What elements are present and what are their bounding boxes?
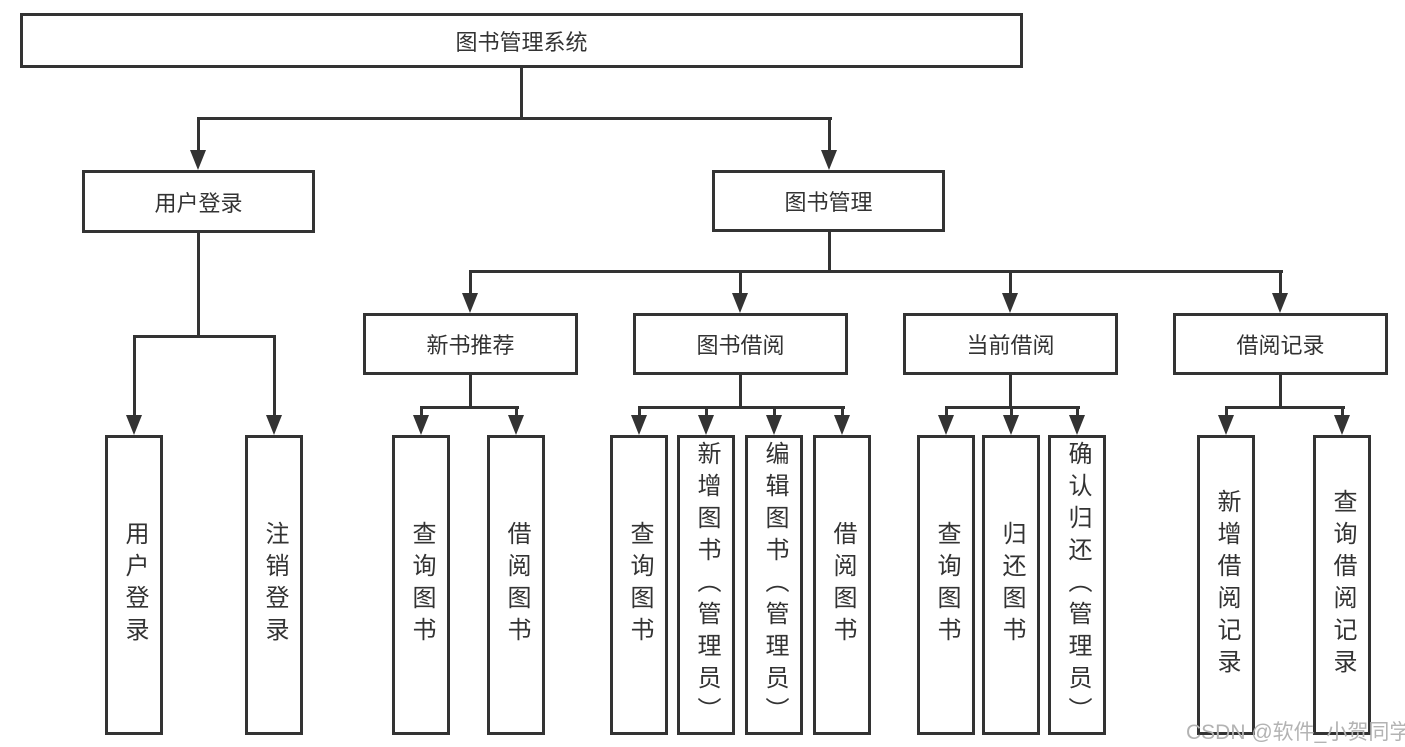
connector-root-stem	[520, 68, 523, 117]
leaf-borrow-query-book: 查询图书	[610, 435, 668, 735]
leaf-borrow-query-book-label: 查询图书	[626, 521, 653, 649]
node-book-borrow-label: 图书借阅	[696, 333, 785, 358]
connector-to-leaf-confirm-return	[1076, 406, 1079, 415]
arrowhead-to-leaf-add-book-icon	[698, 415, 714, 435]
leaf-return-book-label: 归还图书	[998, 521, 1025, 649]
connector-borrow-record-rail	[1225, 406, 1345, 409]
connector-book-borrow-rail	[638, 406, 845, 409]
leaf-edit-book-admin: 编辑图书（管理员）	[745, 435, 803, 735]
connector-book-management-stem	[828, 232, 831, 270]
node-book-management: 图书管理	[712, 170, 945, 232]
node-current-borrow-label: 当前借阅	[966, 333, 1055, 358]
arrowhead-to-leaf-user-login-icon	[126, 415, 142, 435]
arrowhead-to-book-management-icon	[821, 150, 837, 170]
connector-to-leaf-user-login	[133, 335, 136, 415]
leaf-add-borrow-record: 新增借阅记录	[1197, 435, 1255, 735]
leaf-add-book-admin: 新增图书（管理员）	[677, 435, 735, 735]
connector-to-leaf-add-record	[1225, 406, 1228, 415]
connector-to-book-borrow	[739, 270, 742, 293]
connector-to-leaf-rec-borrow	[515, 406, 518, 415]
node-borrow-record-label: 借阅记录	[1236, 333, 1325, 358]
arrowhead-to-leaf-current-query-icon	[938, 415, 954, 435]
connector-to-leaf-add-book	[705, 406, 708, 415]
node-new-book-recommend: 新书推荐	[363, 313, 578, 375]
connector-to-user-login	[197, 117, 200, 150]
node-current-borrow: 当前借阅	[903, 313, 1118, 375]
node-new-book-recommend-label: 新书推荐	[426, 333, 515, 358]
leaf-user-login: 用户登录	[105, 435, 163, 735]
arrowhead-to-user-login-icon	[190, 150, 206, 170]
leaf-edit-book-admin-label: 编辑图书（管理员）	[761, 441, 788, 729]
connector-recommend-rail	[420, 406, 519, 409]
connector-to-borrow-record	[1279, 270, 1282, 293]
node-root-label: 图书管理系统	[455, 29, 588, 55]
leaf-query-borrow-record-label: 查询借阅记录	[1329, 489, 1356, 681]
arrowhead-to-leaf-rec-query-icon	[413, 415, 429, 435]
arrowhead-to-leaf-logout-icon	[266, 415, 282, 435]
leaf-add-book-admin-label: 新增图书（管理员）	[693, 441, 720, 729]
connector-recommend-stem	[469, 375, 472, 406]
connector-current-borrow-stem	[1009, 375, 1012, 406]
arrowhead-to-borrow-record-icon	[1272, 293, 1288, 313]
connector-to-leaf-edit-book	[773, 406, 776, 415]
leaf-rec-borrow-book-label: 借阅图书	[503, 521, 530, 649]
leaf-borrow-book-label: 借阅图书	[829, 521, 856, 649]
leaf-confirm-return-admin-label: 确认归还（管理员）	[1064, 441, 1091, 729]
arrowhead-to-new-book-recommend-icon	[462, 293, 478, 313]
node-user-login-branch: 用户登录	[82, 170, 315, 233]
csdn-watermark: CSDN @软件_小贺同学	[1186, 721, 1405, 744]
connector-to-leaf-borrow-query	[638, 406, 641, 415]
connector-to-leaf-borrow-book	[841, 406, 844, 415]
leaf-rec-query-book-label: 查询图书	[408, 521, 435, 649]
leaf-query-borrow-record: 查询借阅记录	[1313, 435, 1371, 735]
arrowhead-to-leaf-return-book-icon	[1003, 415, 1019, 435]
connector-book-borrow-stem	[739, 375, 742, 406]
connector-to-current-borrow	[1009, 270, 1012, 293]
connector-user-login-stem	[197, 233, 200, 335]
leaf-user-login-label: 用户登录	[121, 521, 148, 649]
node-borrow-record: 借阅记录	[1173, 313, 1388, 375]
arrowhead-to-leaf-confirm-return-icon	[1069, 415, 1085, 435]
node-user-login-branch-label: 用户登录	[154, 190, 243, 216]
leaf-logout-label: 注销登录	[261, 521, 288, 649]
arrowhead-to-leaf-query-record-icon	[1334, 415, 1350, 435]
connector-user-login-rail	[133, 335, 276, 338]
arrowhead-to-current-borrow-icon	[1002, 293, 1018, 313]
leaf-current-query-book-label: 查询图书	[933, 521, 960, 649]
arrowhead-to-book-borrow-icon	[732, 293, 748, 313]
leaf-current-query-book: 查询图书	[917, 435, 975, 735]
arrowhead-to-leaf-borrow-query-icon	[631, 415, 647, 435]
connector-borrow-record-stem	[1279, 375, 1282, 406]
connector-to-leaf-logout	[273, 335, 276, 415]
connector-level2-rail	[197, 117, 832, 120]
connector-to-leaf-rec-query	[420, 406, 423, 415]
connector-to-leaf-current-query	[945, 406, 948, 415]
leaf-return-book: 归还图书	[982, 435, 1040, 735]
leaf-add-borrow-record-label: 新增借阅记录	[1213, 489, 1240, 681]
connector-to-book-management	[828, 117, 831, 150]
arrowhead-to-leaf-borrow-book-icon	[834, 415, 850, 435]
node-book-borrow: 图书借阅	[633, 313, 848, 375]
arrowhead-to-leaf-rec-borrow-icon	[508, 415, 524, 435]
connector-to-leaf-return-book	[1010, 406, 1013, 415]
leaf-borrow-book: 借阅图书	[813, 435, 871, 735]
node-root: 图书管理系统	[20, 13, 1023, 68]
leaf-confirm-return-admin: 确认归还（管理员）	[1048, 435, 1106, 735]
leaf-rec-query-book: 查询图书	[392, 435, 450, 735]
connector-to-leaf-query-record	[1341, 406, 1344, 415]
arrowhead-to-leaf-add-record-icon	[1218, 415, 1234, 435]
leaf-logout: 注销登录	[245, 435, 303, 735]
arrowhead-to-leaf-edit-book-icon	[766, 415, 782, 435]
leaf-rec-borrow-book: 借阅图书	[487, 435, 545, 735]
connector-to-new-book-recommend	[469, 270, 472, 293]
node-book-management-label: 图书管理	[784, 190, 873, 215]
connector-level3-rail	[469, 270, 1283, 273]
